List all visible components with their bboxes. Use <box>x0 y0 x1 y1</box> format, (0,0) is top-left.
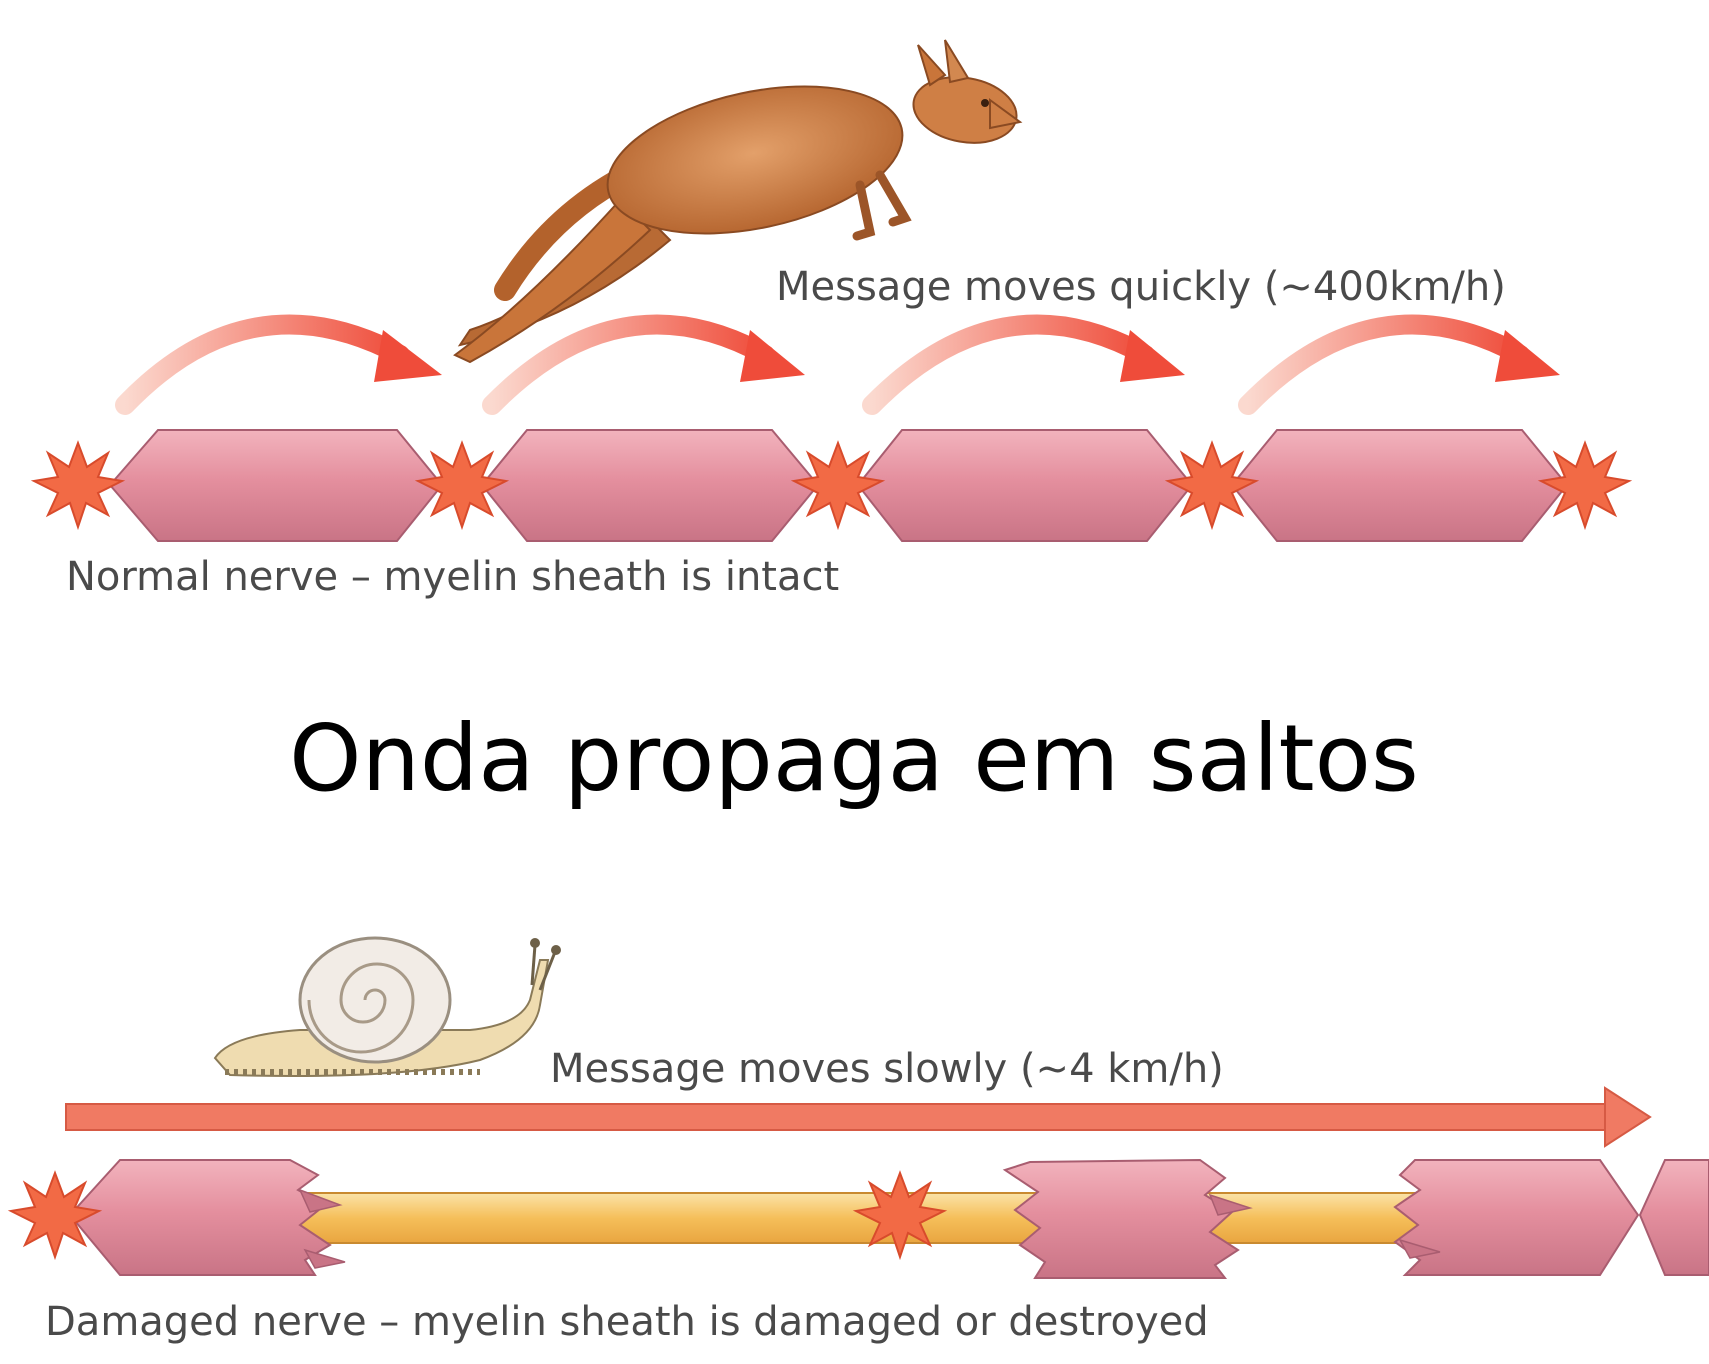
normal-nerve-caption: Normal nerve – myelin sheath is intact <box>66 554 839 600</box>
top-panel: Message moves quickly (~400km/h) Normal … <box>34 40 1629 600</box>
hop-arrow <box>872 325 1185 405</box>
continuous-conduction-arrow <box>66 1088 1650 1146</box>
node-burst <box>856 1173 944 1257</box>
snail-icon <box>215 938 561 1076</box>
node-burst <box>34 443 122 527</box>
node-burst <box>1168 443 1256 527</box>
damaged-myelin-segment <box>1005 1160 1238 1278</box>
saltatory-hop-arrows <box>125 325 1560 405</box>
fast-speed-label: Message moves quickly (~400km/h) <box>776 264 1506 310</box>
hop-arrow <box>492 325 805 405</box>
hop-arrow <box>1248 325 1560 405</box>
myelin-segment <box>110 430 442 541</box>
hop-arrow <box>125 325 442 405</box>
damaged-nerve-caption: Damaged nerve – myelin sheath is damaged… <box>45 1299 1209 1345</box>
page-title: Onda propaga em saltos <box>289 705 1419 812</box>
damaged-myelin-segment <box>1395 1160 1638 1275</box>
kangaroo-icon <box>455 40 1022 362</box>
node-burst <box>418 443 506 527</box>
myelin-segment <box>1232 430 1567 541</box>
myelin-segment <box>482 430 818 541</box>
damaged-myelin-segment <box>70 1160 330 1275</box>
bottom-panel: Message moves slowly (~4 km/h) Damaged n… <box>11 938 1709 1345</box>
slow-speed-label: Message moves slowly (~4 km/h) <box>550 1046 1224 1092</box>
myelin-segment <box>858 430 1192 541</box>
exposed-axon <box>290 1193 1440 1243</box>
node-burst <box>794 443 882 527</box>
damaged-myelin-segment <box>1640 1160 1709 1275</box>
node-burst <box>1541 443 1629 527</box>
node-burst <box>11 1173 99 1257</box>
